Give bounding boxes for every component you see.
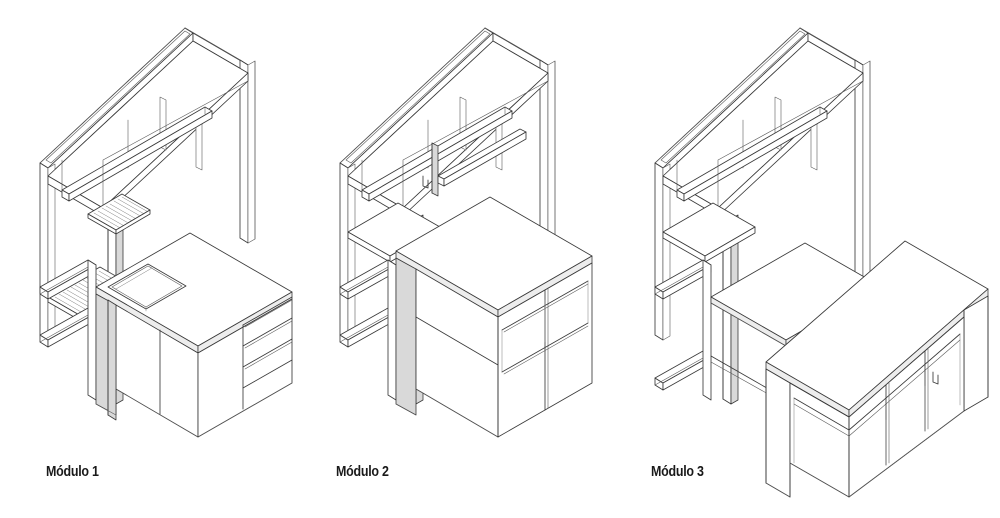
m1-upper-backpanel <box>61 80 249 209</box>
m3-island-counter <box>765 240 989 498</box>
m3-upper-left-shelf <box>662 202 756 263</box>
m1-mid-rail <box>61 106 213 202</box>
m1-front-post <box>107 299 117 421</box>
m2-countertop <box>395 196 593 318</box>
module-1-drawing <box>39 27 293 438</box>
m1-sink-basin <box>107 263 187 312</box>
module-2-label: Módulo 2 <box>336 464 389 480</box>
m2-base-cabinet <box>395 257 499 438</box>
m1-drawer-stack <box>242 296 293 389</box>
m3-left-side-rails <box>654 259 712 401</box>
module-1-label: Módulo 1 <box>46 464 99 480</box>
m1-countertop <box>95 232 293 354</box>
m2-open-shelving <box>497 262 593 438</box>
m3-upper-backpanel <box>676 80 864 209</box>
m2-hanging-divider <box>422 128 527 197</box>
module-3-label: Módulo 3 <box>651 464 704 480</box>
module-2-drawing <box>339 27 593 438</box>
m2-upper-backpanel <box>361 80 549 209</box>
m3-mid-rail <box>676 106 828 202</box>
m1-left-side-rails <box>39 259 97 401</box>
module-3-drawing <box>654 27 989 498</box>
m3-upper-frame <box>654 27 864 177</box>
